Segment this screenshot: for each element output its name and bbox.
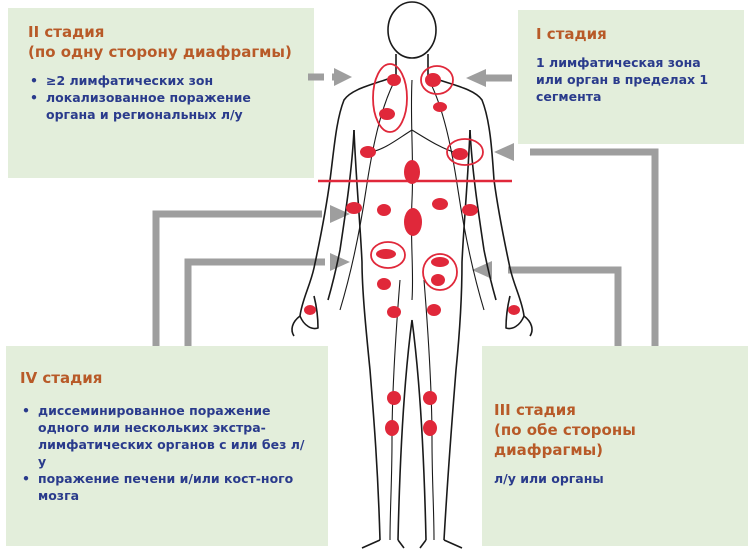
lymph-node bbox=[462, 204, 478, 216]
lymph-node bbox=[304, 305, 316, 315]
lymph-node bbox=[387, 306, 401, 318]
arrow-stage-iv-upper bbox=[156, 214, 322, 346]
lymph-node bbox=[387, 391, 401, 405]
lymph-node bbox=[431, 274, 445, 286]
left-hand-outline bbox=[292, 296, 318, 336]
lymph-node bbox=[423, 420, 437, 436]
lymph-node bbox=[379, 108, 395, 120]
inner-legs bbox=[398, 320, 426, 540]
zone-circle-neck-left bbox=[373, 64, 407, 132]
head-outline bbox=[388, 2, 436, 58]
right-hand-outline bbox=[506, 296, 532, 336]
arrow-heads bbox=[330, 68, 514, 279]
lymph-node bbox=[377, 204, 391, 216]
arrowhead-icon bbox=[494, 143, 514, 161]
feet-outline bbox=[362, 540, 462, 548]
arrow-stage-iii-upper bbox=[530, 152, 655, 346]
lymph-node bbox=[404, 160, 420, 184]
lymph-node bbox=[360, 146, 376, 158]
arrowhead-icon bbox=[334, 68, 352, 86]
lymph-node bbox=[377, 278, 391, 290]
lymph-node bbox=[433, 102, 447, 112]
lymph-node bbox=[423, 391, 437, 405]
lymph-node bbox=[404, 208, 422, 236]
vessel-central bbox=[411, 80, 412, 300]
waist-left bbox=[354, 130, 380, 540]
stage-arrows bbox=[156, 77, 655, 346]
waist-right bbox=[444, 130, 470, 540]
lymph-node bbox=[346, 202, 362, 214]
lymph-node bbox=[376, 249, 396, 259]
lymph-node bbox=[431, 257, 449, 267]
arrow-stage-iv-lower bbox=[188, 262, 325, 346]
lymph-node bbox=[385, 420, 399, 436]
arrowhead-icon bbox=[466, 69, 486, 87]
lymph-node bbox=[452, 148, 468, 160]
lymph-node bbox=[432, 198, 448, 210]
arrow-stage-iii-lower bbox=[508, 270, 618, 346]
lymph-node bbox=[425, 73, 441, 87]
lymph-node bbox=[508, 305, 520, 315]
lymph-node bbox=[387, 74, 401, 86]
arrowhead-icon bbox=[330, 253, 350, 271]
lymph-node bbox=[427, 304, 441, 316]
